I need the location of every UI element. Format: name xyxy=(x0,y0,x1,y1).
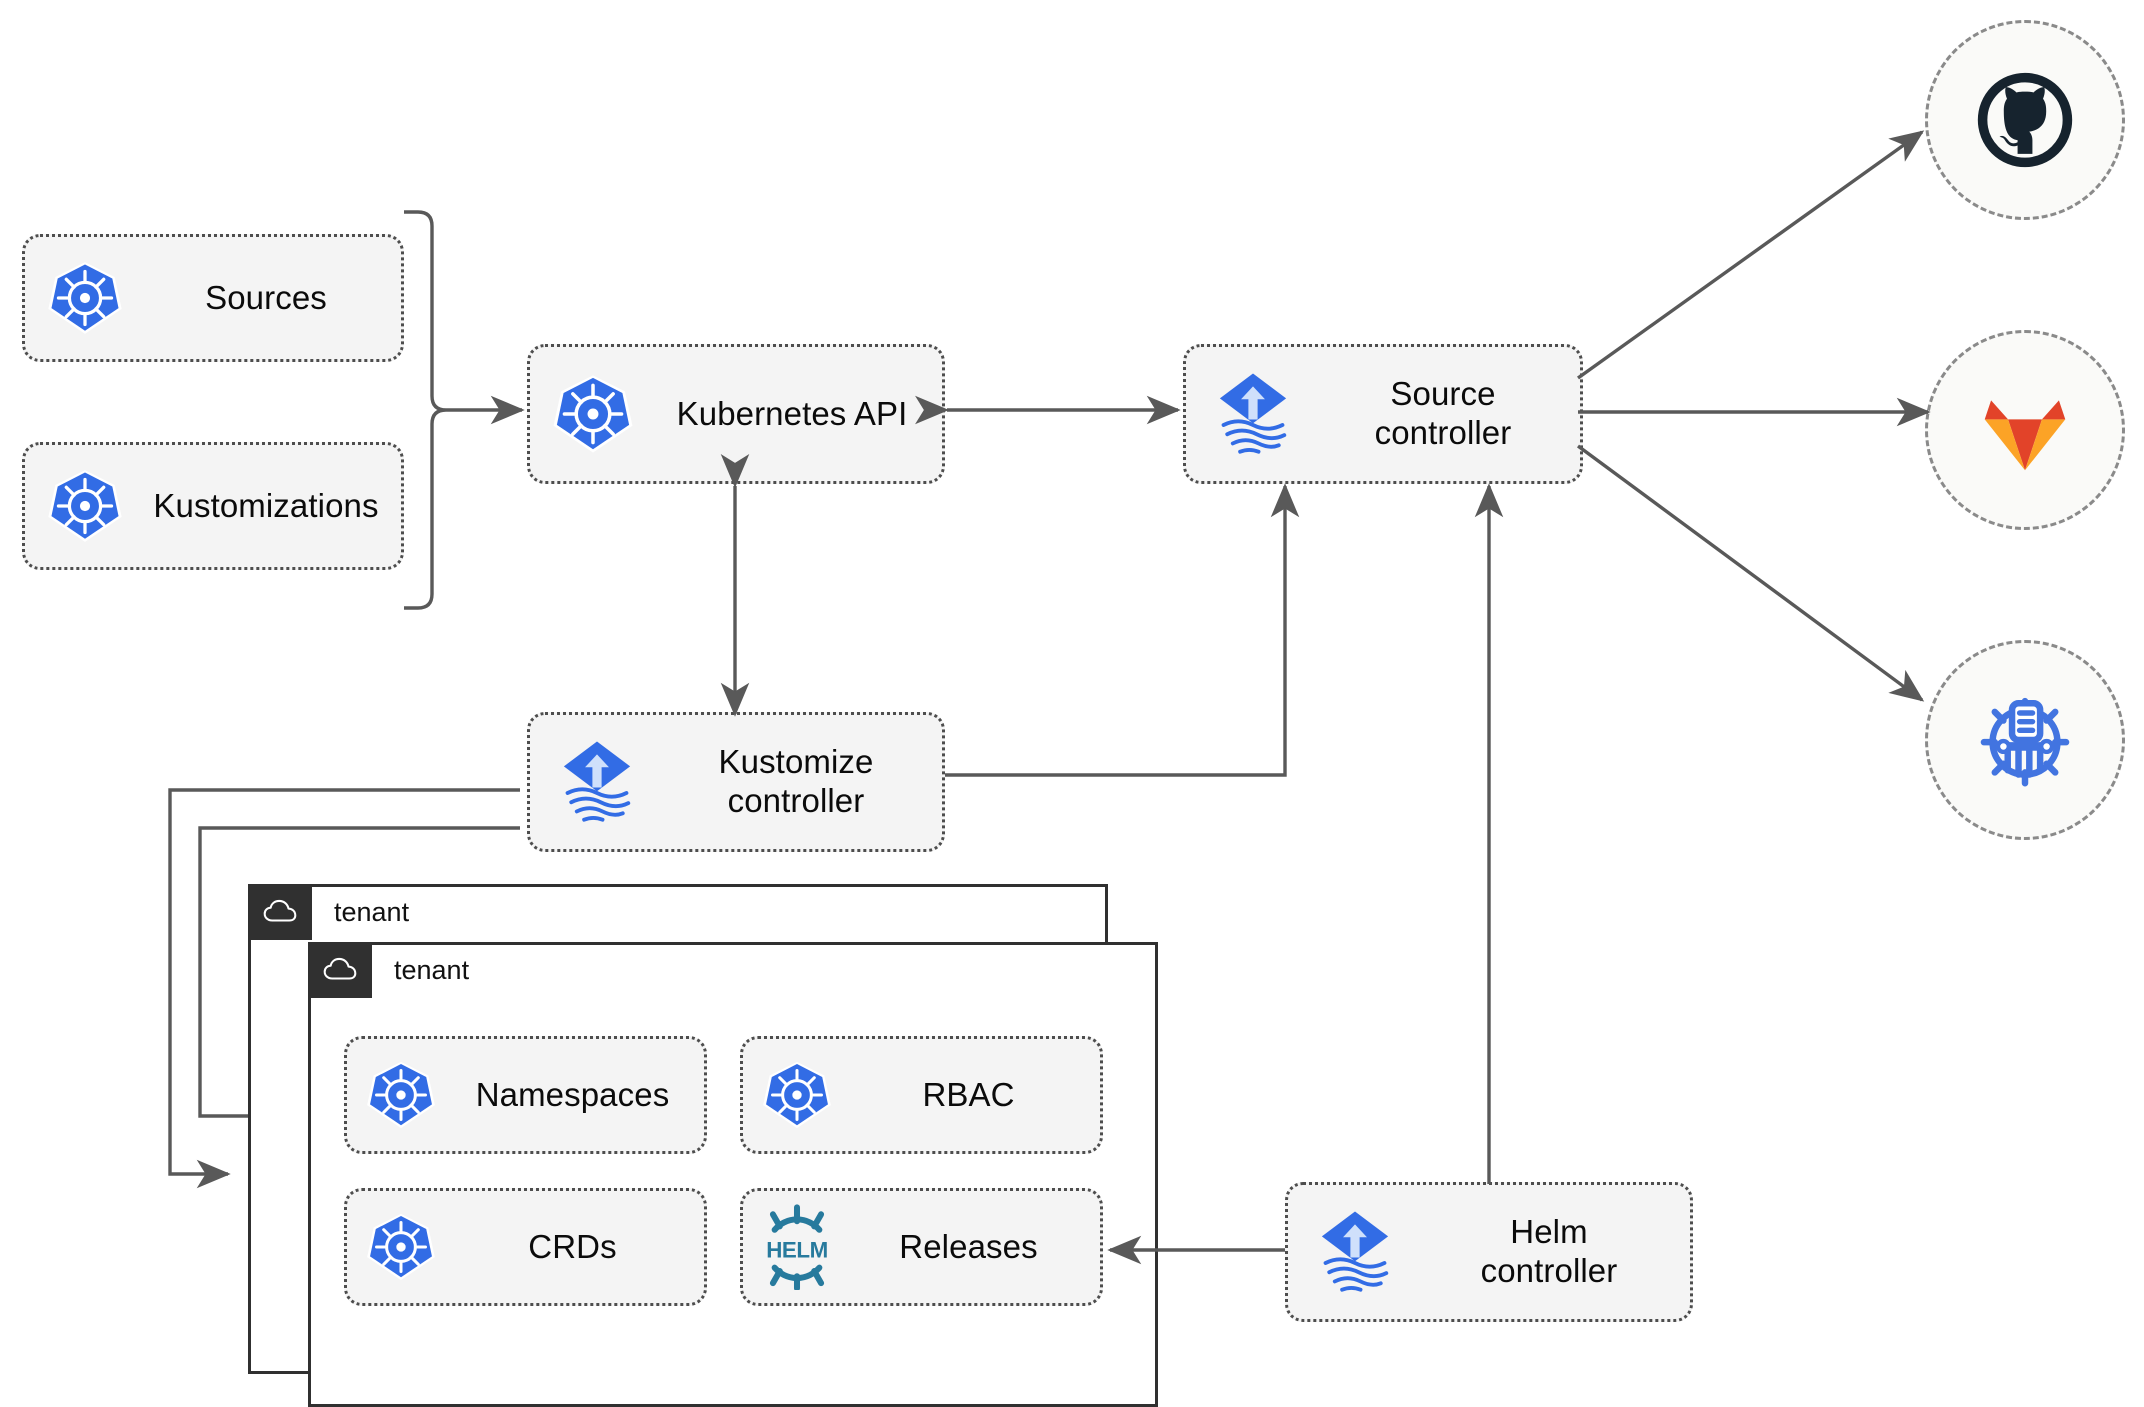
node-kubernetes-api[interactable]: Kubernetes API xyxy=(527,344,945,484)
wire-source-to-bucket xyxy=(1576,444,1925,702)
provider-gitlab[interactable] xyxy=(1925,330,2125,530)
kubernetes-icon xyxy=(530,372,656,456)
flux-icon xyxy=(1186,368,1320,460)
node-crds[interactable]: CRDs xyxy=(344,1188,707,1306)
node-label: Namespaces xyxy=(475,1075,670,1113)
flux-icon xyxy=(530,736,664,828)
node-label: RBAC xyxy=(922,1075,1015,1113)
tenant-label: tenant xyxy=(334,896,410,927)
node-helm-controller[interactable]: Helm controller xyxy=(1285,1182,1693,1322)
kubernetes-icon xyxy=(347,1059,455,1131)
gitlab-icon xyxy=(1984,400,2066,471)
cloud-icon xyxy=(308,942,372,998)
node-label: Releases xyxy=(899,1227,1038,1265)
github-icon xyxy=(1977,72,2073,168)
provider-github[interactable] xyxy=(1925,20,2125,220)
kubernetes-icon xyxy=(25,467,145,545)
node-label: Kustomizations xyxy=(153,486,379,524)
node-rbac[interactable]: RBAC xyxy=(740,1036,1103,1154)
node-kustomizations[interactable]: Kustomizations xyxy=(22,442,404,570)
flux-icon xyxy=(1288,1206,1422,1298)
cloud-icon xyxy=(248,884,312,940)
provider-bucket[interactable] xyxy=(1925,640,2125,840)
kubernetes-icon xyxy=(347,1211,455,1283)
wire-kustomize-to-source xyxy=(945,483,1300,777)
node-label: Sources xyxy=(205,278,327,316)
node-label: Helm controller xyxy=(1480,1213,1618,1289)
node-label: Kustomize controller xyxy=(718,743,874,819)
node-source-controller[interactable]: Source controller xyxy=(1183,344,1583,484)
node-kustomize-controller[interactable]: Kustomize controller xyxy=(527,712,945,852)
wire-source-to-github xyxy=(1577,130,1925,380)
bucket-icon xyxy=(1980,697,2070,787)
node-sources[interactable]: Sources xyxy=(22,234,404,362)
svg-text:HELM: HELM xyxy=(766,1237,828,1262)
tenant-label: tenant xyxy=(394,954,470,985)
tenant-outer-tab: tenant xyxy=(248,884,409,940)
node-label: Source controller xyxy=(1374,375,1512,451)
bracket-resources xyxy=(404,210,447,610)
tenant-inner-tab: tenant xyxy=(308,942,469,998)
kubernetes-icon xyxy=(743,1059,851,1131)
tenant-inner-container[interactable] xyxy=(308,942,1158,1407)
node-label: CRDs xyxy=(528,1227,617,1265)
node-releases[interactable]: HELM Releases xyxy=(740,1188,1103,1306)
kubernetes-icon xyxy=(25,259,145,337)
helm-icon: HELM xyxy=(743,1204,851,1290)
node-namespaces[interactable]: Namespaces xyxy=(344,1036,707,1154)
node-label: Kubernetes API xyxy=(676,394,908,432)
